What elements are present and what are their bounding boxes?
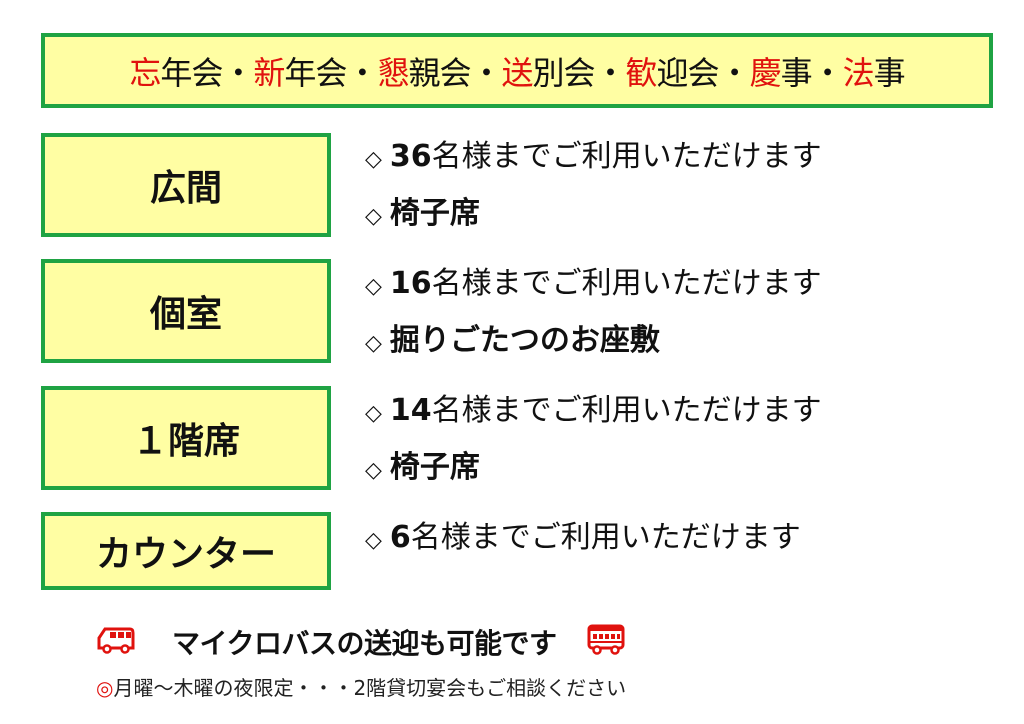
separator: ・	[718, 53, 751, 92]
double-circle-icon: ◎	[96, 676, 114, 700]
event-item: 忘年会	[129, 53, 223, 92]
diamond-icon: ◇	[365, 147, 382, 172]
bus-service-title: マイクロバスの送迎も可能です	[172, 627, 557, 660]
event-types-banner: 忘年会 ・ 新年会 ・ 懇親会 ・ 送別会 ・ 歓迎会 ・ 慶事 ・ 法事	[41, 33, 993, 108]
event-item: 法事	[842, 53, 906, 92]
event-item: 送別会	[501, 53, 595, 92]
room-label-counter: カウンター	[41, 512, 331, 590]
separator: ・	[470, 53, 502, 92]
separator: ・	[346, 53, 378, 92]
bus-service-row: マイクロバスの送迎も可能です	[96, 620, 696, 664]
diamond-icon: ◇	[365, 204, 382, 229]
diamond-icon: ◇	[365, 528, 382, 553]
event-item: 新年会	[253, 53, 347, 92]
diamond-icon: ◇	[365, 401, 382, 426]
room-label-hiroma: 広間	[41, 133, 331, 237]
diamond-icon: ◇	[365, 331, 382, 356]
feature-line: ◇椅子席	[365, 441, 822, 498]
separator: ・	[222, 53, 254, 92]
bus-icon	[586, 623, 626, 661]
event-item: 懇親会	[377, 53, 471, 92]
separator: ・	[594, 53, 627, 92]
room-label-first-floor: １階席	[41, 386, 331, 490]
feature-line: ◇掘りごたつのお座敷	[365, 314, 822, 371]
separator: ・	[811, 53, 844, 92]
event-item: 歓迎会	[625, 53, 720, 92]
room-label-private: 個室	[41, 259, 331, 363]
weekday-note: ◎月曜～木曜の夜限定・・・2階貸切宴会もご相談ください	[96, 676, 627, 700]
diamond-icon: ◇	[365, 458, 382, 483]
van-icon	[96, 624, 136, 660]
event-item: 慶事	[749, 53, 813, 92]
feature-line: ◇椅子席	[365, 187, 822, 244]
diamond-icon: ◇	[365, 274, 382, 299]
